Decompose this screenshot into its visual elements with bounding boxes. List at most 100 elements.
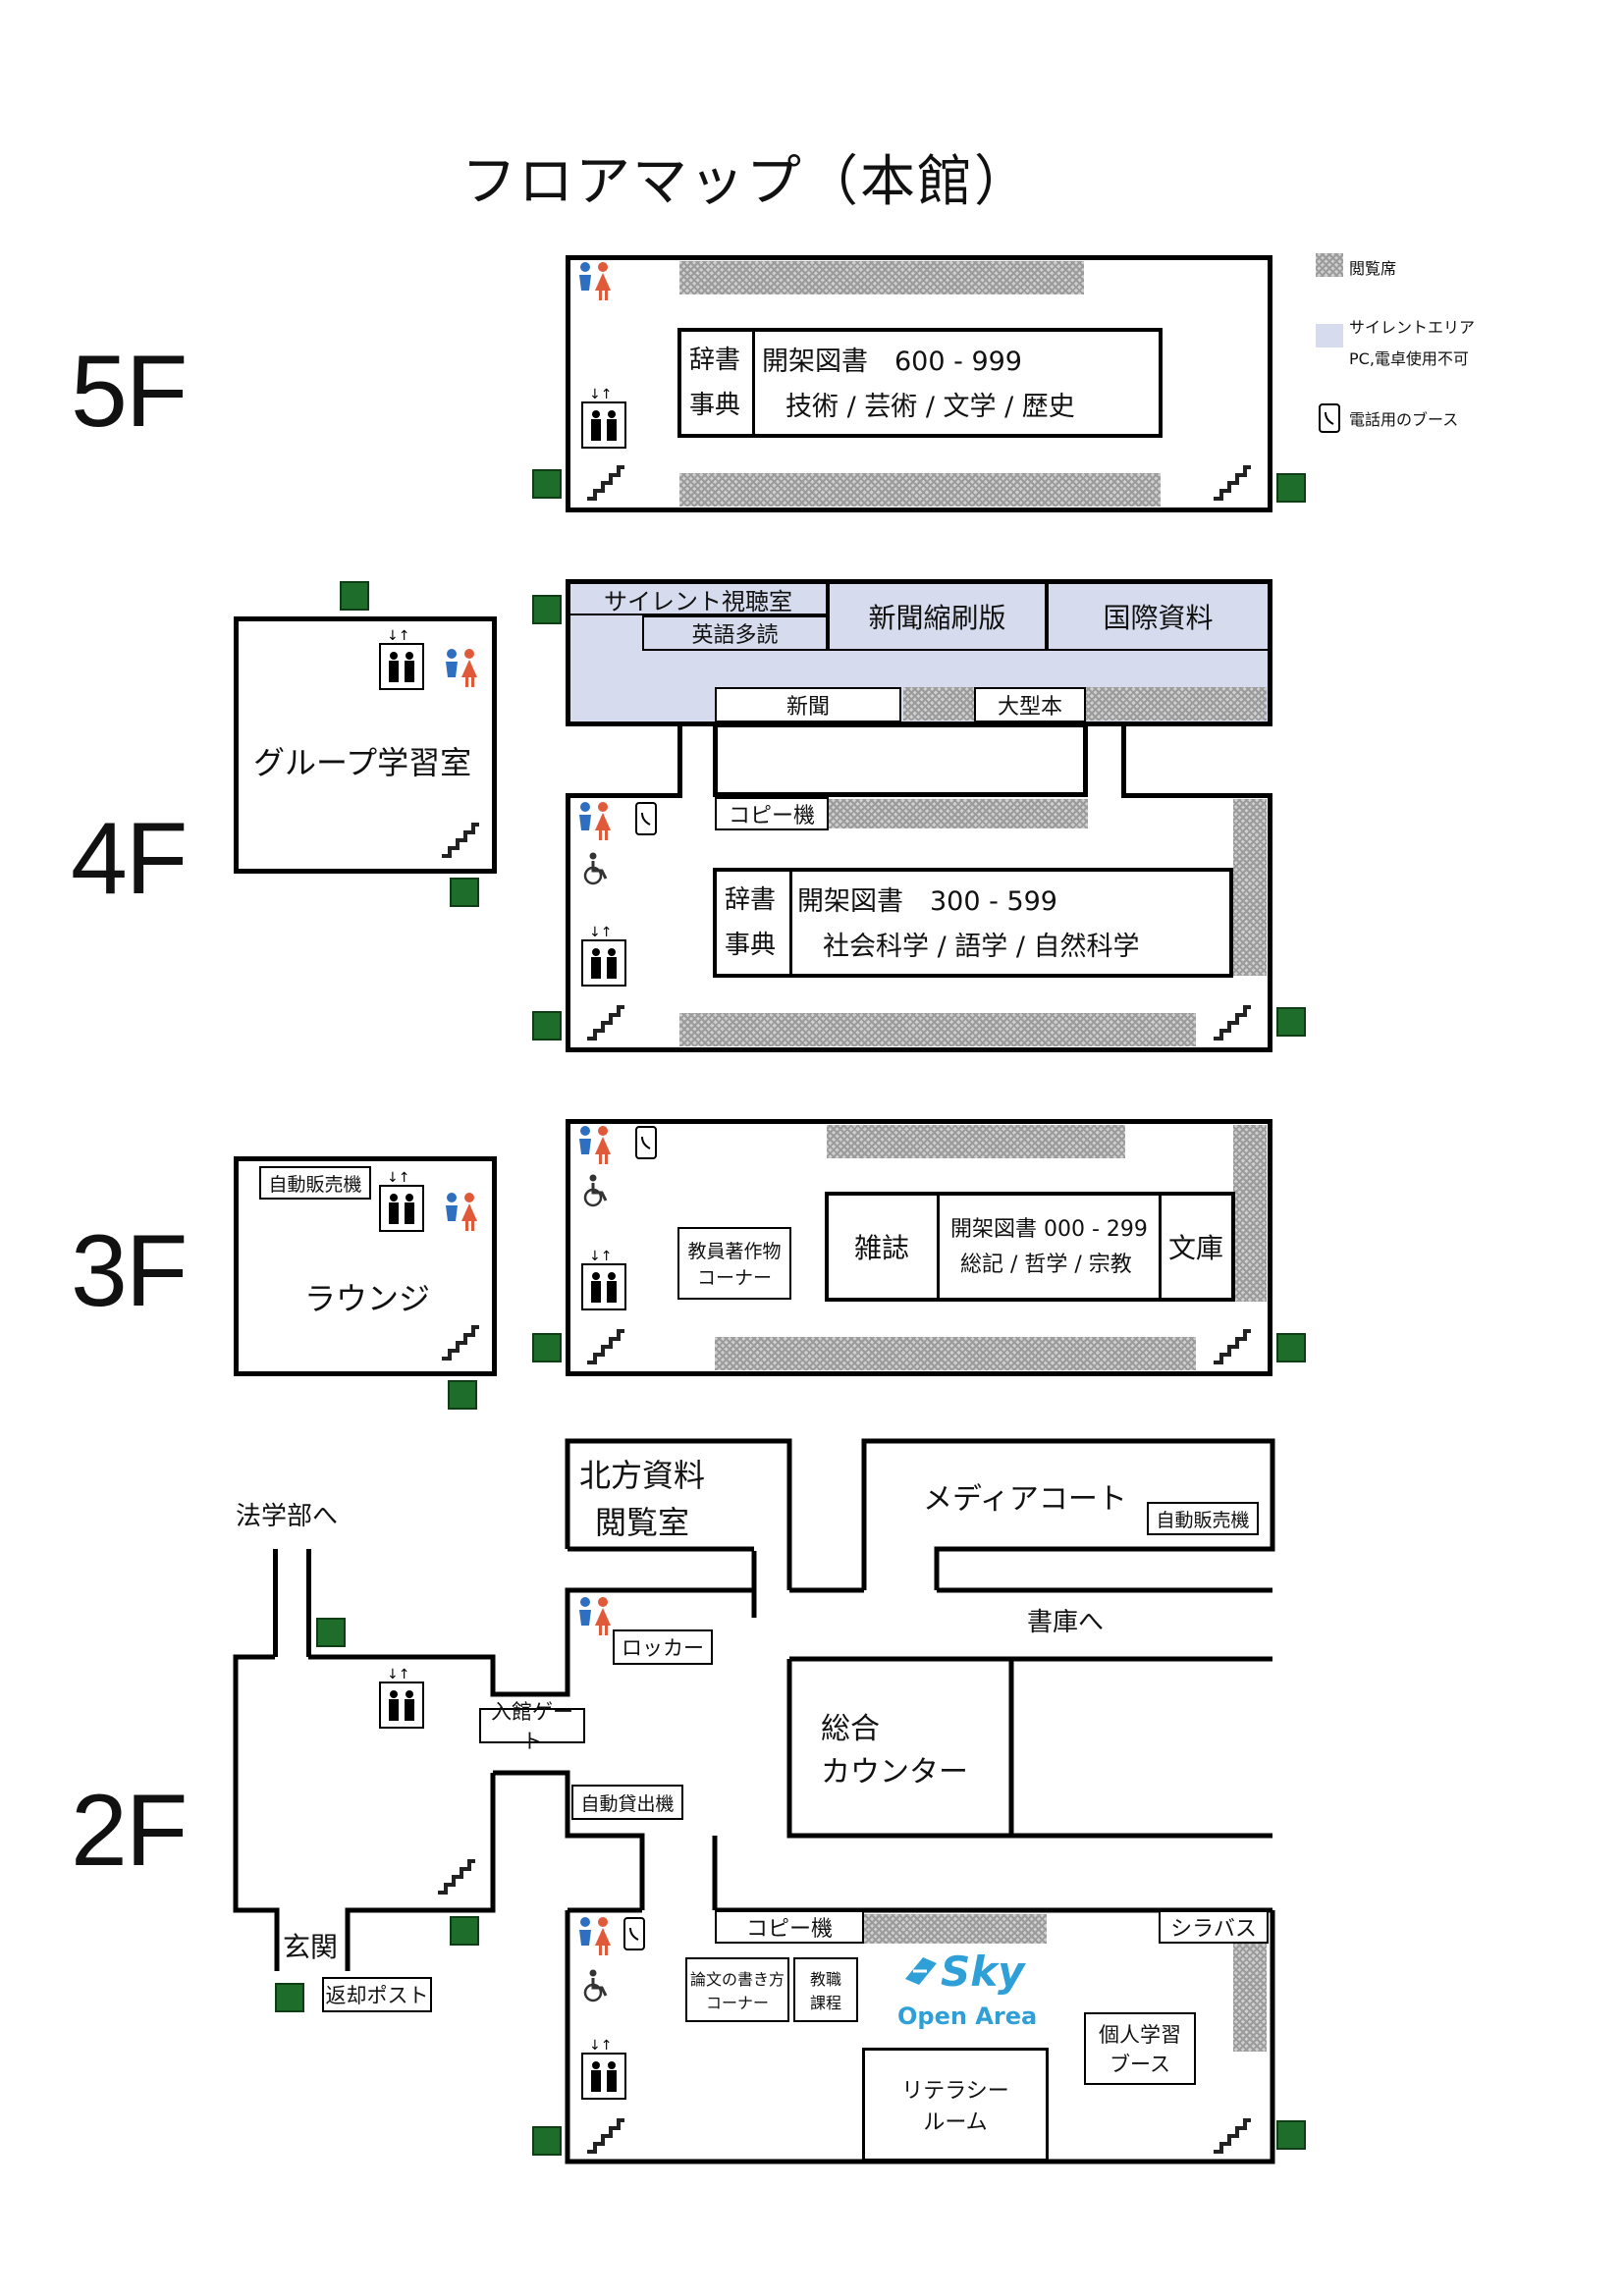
bunko-label: 文庫 <box>1168 1232 1224 1264</box>
svg-text:↓↑: ↓↑ <box>589 1249 612 1264</box>
exit-sign-icon <box>532 1333 562 1362</box>
legend-reading-seat-label: 閲覧席 <box>1349 259 1397 278</box>
syllabus-area: シラバス <box>1159 1910 1269 1944</box>
entry-gate: 入館ゲート <box>479 1700 585 1753</box>
exit-sign-icon <box>1276 1333 1306 1362</box>
copy-label: コピー機 <box>728 804 815 828</box>
northern-reading-room-label: 閲覧室 <box>595 1504 690 1541</box>
exit-sign-icon <box>450 878 479 907</box>
locker-area: ロッカー <box>613 1629 713 1665</box>
reading-seats-4f-bottom <box>679 1013 1196 1046</box>
bookshelf-5f-divider <box>752 328 755 438</box>
silent-av-room: サイレント視聴室 <box>568 582 828 615</box>
reading-seats-3f-top <box>827 1125 1125 1158</box>
stairs-icon <box>1212 461 1253 505</box>
syllabus-label: シラバス <box>1170 1917 1257 1942</box>
exit-sign-icon <box>275 1983 304 2012</box>
legend-silent-note: PC,電卓使用不可 <box>1349 349 1469 368</box>
reading-seats-3f-bottom <box>715 1337 1196 1370</box>
dictionary-label: 辞書 <box>725 885 777 915</box>
exit-sign-icon <box>450 1916 479 1946</box>
bookshelf-5f <box>677 328 1163 438</box>
floor-label-5f: 5F <box>71 335 188 449</box>
shelf-subjects-3f: 総記 / 哲学 / 宗教 <box>960 1253 1132 1277</box>
vending-label: 自動販売機 <box>1156 1509 1250 1531</box>
svg-text:↓↑: ↓↑ <box>589 387 612 402</box>
stairs-icon <box>585 2114 626 2158</box>
teacher-training-corner: 教職 課程 <box>793 1957 858 2022</box>
self-checkout-label: 自動貸出機 <box>580 1792 675 1815</box>
phone-icon <box>634 1125 658 1164</box>
stacks-direction: 書庫へ <box>1027 1608 1105 1637</box>
restroom-icon <box>575 801 615 848</box>
svg-text:↓↑: ↓↑ <box>387 628 409 644</box>
group-study-room <box>234 616 497 874</box>
entrance-label: 玄関 <box>283 1931 339 1963</box>
stairs-icon <box>1212 2114 1253 2158</box>
elevator-icon: ↓↑ <box>579 2038 628 2107</box>
floor-label-3f: 3F <box>71 1214 188 1328</box>
phone-icon <box>623 1916 646 1955</box>
elevator-icon: ↓↑ <box>579 387 628 455</box>
newspaper-reduced-label: 新聞縮刷版 <box>868 602 1006 634</box>
english-reading-room: 英語多読 <box>642 615 828 651</box>
svg-text:↓↑: ↓↑ <box>387 1667 409 1682</box>
faculty-works-corner: 教員著作物 コーナー <box>677 1227 791 1300</box>
private-study-booth: 個人学習 ブース <box>1084 2012 1196 2085</box>
stairs-icon <box>585 1325 626 1368</box>
legend-silent-swatch <box>1316 324 1343 347</box>
shelf-subjects-4f: 社会科学 / 語学 / 自然科学 <box>823 932 1140 962</box>
media-court-label: メディアコート <box>923 1482 1127 1517</box>
counter-label-2: カウンター <box>821 1755 968 1789</box>
corridor-wall <box>306 1549 311 1657</box>
counter-label: 総合 <box>821 1712 880 1746</box>
exit-sign-icon <box>1276 473 1306 503</box>
international-label: 国際資料 <box>1103 602 1214 634</box>
wheelchair-icon <box>581 1969 611 2006</box>
law-school-direction: 法学部へ <box>236 1502 339 1531</box>
exit-sign-icon <box>1276 1007 1306 1037</box>
exit-sign-icon <box>532 595 562 624</box>
bookshelf-3f-divider <box>937 1192 940 1302</box>
corridor-wall <box>1121 793 1272 798</box>
newspaper-label: 新聞 <box>785 695 830 720</box>
shelf-range-5f: 開架図書 600 - 999 <box>762 347 1022 377</box>
svg-text:↓↑: ↓↑ <box>387 1170 409 1186</box>
oversize-books-area: 大型本 <box>974 687 1086 722</box>
bookshelf-4f-divider <box>789 868 792 978</box>
group-study-room-label: グループ学習室 <box>253 744 472 781</box>
exit-sign-icon <box>532 2126 562 2156</box>
stairs-icon <box>440 819 481 862</box>
vending-machine-2f: 自動販売機 <box>1147 1502 1259 1535</box>
teacher-training-label-2: 課程 <box>809 1994 841 2012</box>
book-return-post: 返却ポスト <box>322 1977 432 2012</box>
literacy-room-label-2: ルーム <box>923 2110 988 2135</box>
thesis-corner-label: コーナー <box>705 1994 769 2012</box>
corridor-wall <box>677 722 682 797</box>
encyclopedia-label: 事典 <box>689 391 741 420</box>
corridor-wall <box>273 1549 278 1657</box>
page-title: フロアマップ（本館） <box>461 150 1031 214</box>
exit-sign-icon <box>340 581 369 611</box>
reading-seats-2f-top <box>864 1914 1047 1944</box>
literacy-room-label: リテラシー <box>901 2079 1009 2104</box>
legend-silent-label: サイレントエリア <box>1349 318 1476 337</box>
corridor-wall <box>566 793 682 798</box>
elevator-icon: ↓↑ <box>377 628 426 697</box>
floor-label-4f: 4F <box>71 802 188 916</box>
reading-seats-4f-mid <box>829 799 1088 828</box>
english-reading-label: 英語多読 <box>691 623 779 648</box>
legend-phone-label: 電話用のブース <box>1349 410 1459 429</box>
book-return-label: 返却ポスト <box>325 1984 429 2007</box>
reading-seats-4f-right <box>1233 799 1267 976</box>
private-booth-label: ブース <box>1110 2053 1170 2076</box>
copy-machine-4f: コピー機 <box>715 797 829 830</box>
elevator-icon: ↓↑ <box>579 925 628 993</box>
reading-seats-5f-top <box>679 261 1084 294</box>
atrium-opening <box>713 722 1088 797</box>
stairs-icon <box>1212 1001 1253 1044</box>
dictionary-label: 辞書 <box>689 346 741 375</box>
elevator-icon: ↓↑ <box>377 1170 426 1239</box>
shelf-range-4f: 開架図書 300 - 599 <box>797 886 1057 917</box>
